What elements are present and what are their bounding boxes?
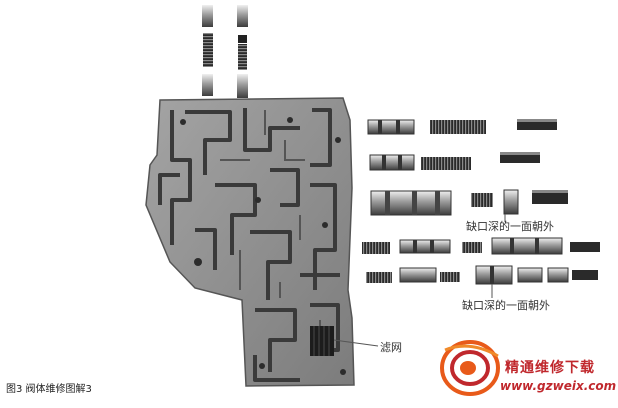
watermark-title: 精通维修下载 bbox=[505, 360, 595, 376]
parts-row-3 bbox=[370, 189, 568, 216]
vertical-valve-right bbox=[237, 5, 248, 98]
watermark-url: www.gzweix.com bbox=[500, 379, 617, 393]
annotation-notch-lower: 缺口深的一面朝外 bbox=[462, 299, 550, 312]
parts-row-1 bbox=[367, 119, 557, 135]
parts-row-2 bbox=[369, 152, 540, 171]
parts-row-5 bbox=[366, 265, 598, 285]
watermark-logo-icon bbox=[440, 340, 500, 396]
vertical-valve-left bbox=[202, 5, 213, 96]
leader-lines bbox=[333, 214, 506, 347]
annotation-filter: 滤网 bbox=[380, 341, 402, 354]
filter-screen bbox=[310, 326, 334, 356]
valve-body bbox=[145, 97, 355, 387]
annotation-notch-upper: 缺口深的一面朝外 bbox=[466, 220, 554, 233]
parts-row-4 bbox=[362, 237, 600, 255]
figure-caption: 图3 阀体维修图解3 bbox=[6, 384, 92, 395]
